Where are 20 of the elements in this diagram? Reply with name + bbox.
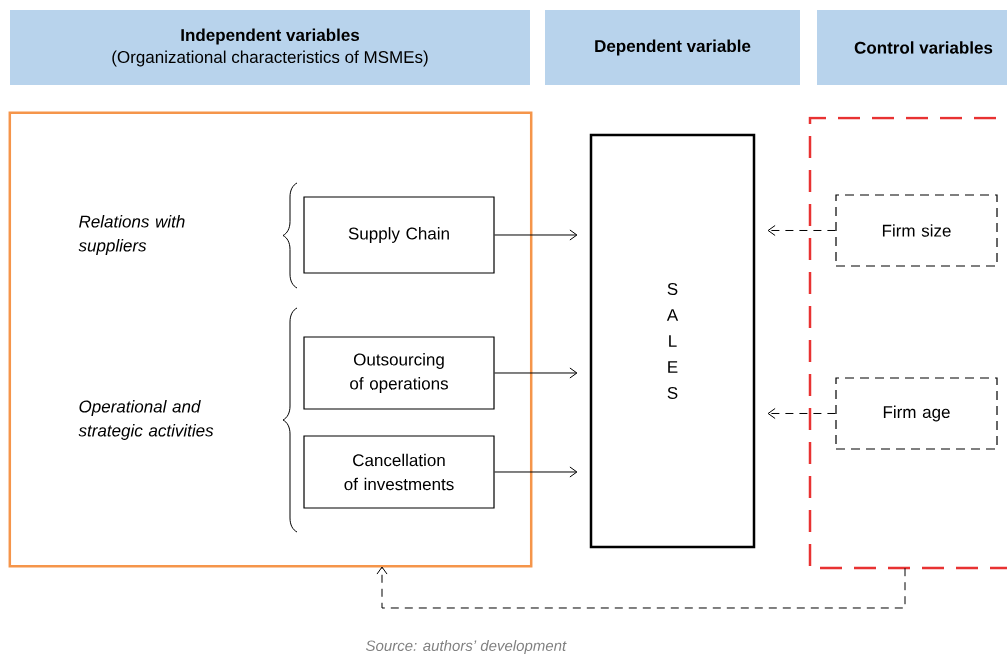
process-box: Supply Chain [303, 196, 495, 274]
process-box: Cancellation of investments [303, 435, 495, 509]
column-header: Control variables [817, 10, 1007, 85]
control-box: Firm size [835, 194, 998, 267]
arrow [494, 367, 578, 379]
group-label: Relations with suppliers [78, 215, 185, 255]
arrow [767, 408, 836, 419]
arrow [494, 229, 578, 241]
arrow [494, 466, 578, 478]
column-header: Dependent variable [545, 10, 800, 85]
caption: Source: authors’ development [365, 640, 567, 654]
control-box: Firm age [835, 377, 998, 450]
arrow [767, 225, 836, 236]
group-label: Operational and strategic activities [78, 400, 214, 440]
arrow [376, 566, 906, 609]
process-box: Outsourcing of operations [303, 336, 495, 410]
column-header: Independent variables (Organizational characteristics of MSMEs) [10, 10, 530, 85]
sales-box: S A L E S [589, 133, 756, 549]
group-box [808, 116, 1007, 570]
group-box [8, 111, 533, 568]
